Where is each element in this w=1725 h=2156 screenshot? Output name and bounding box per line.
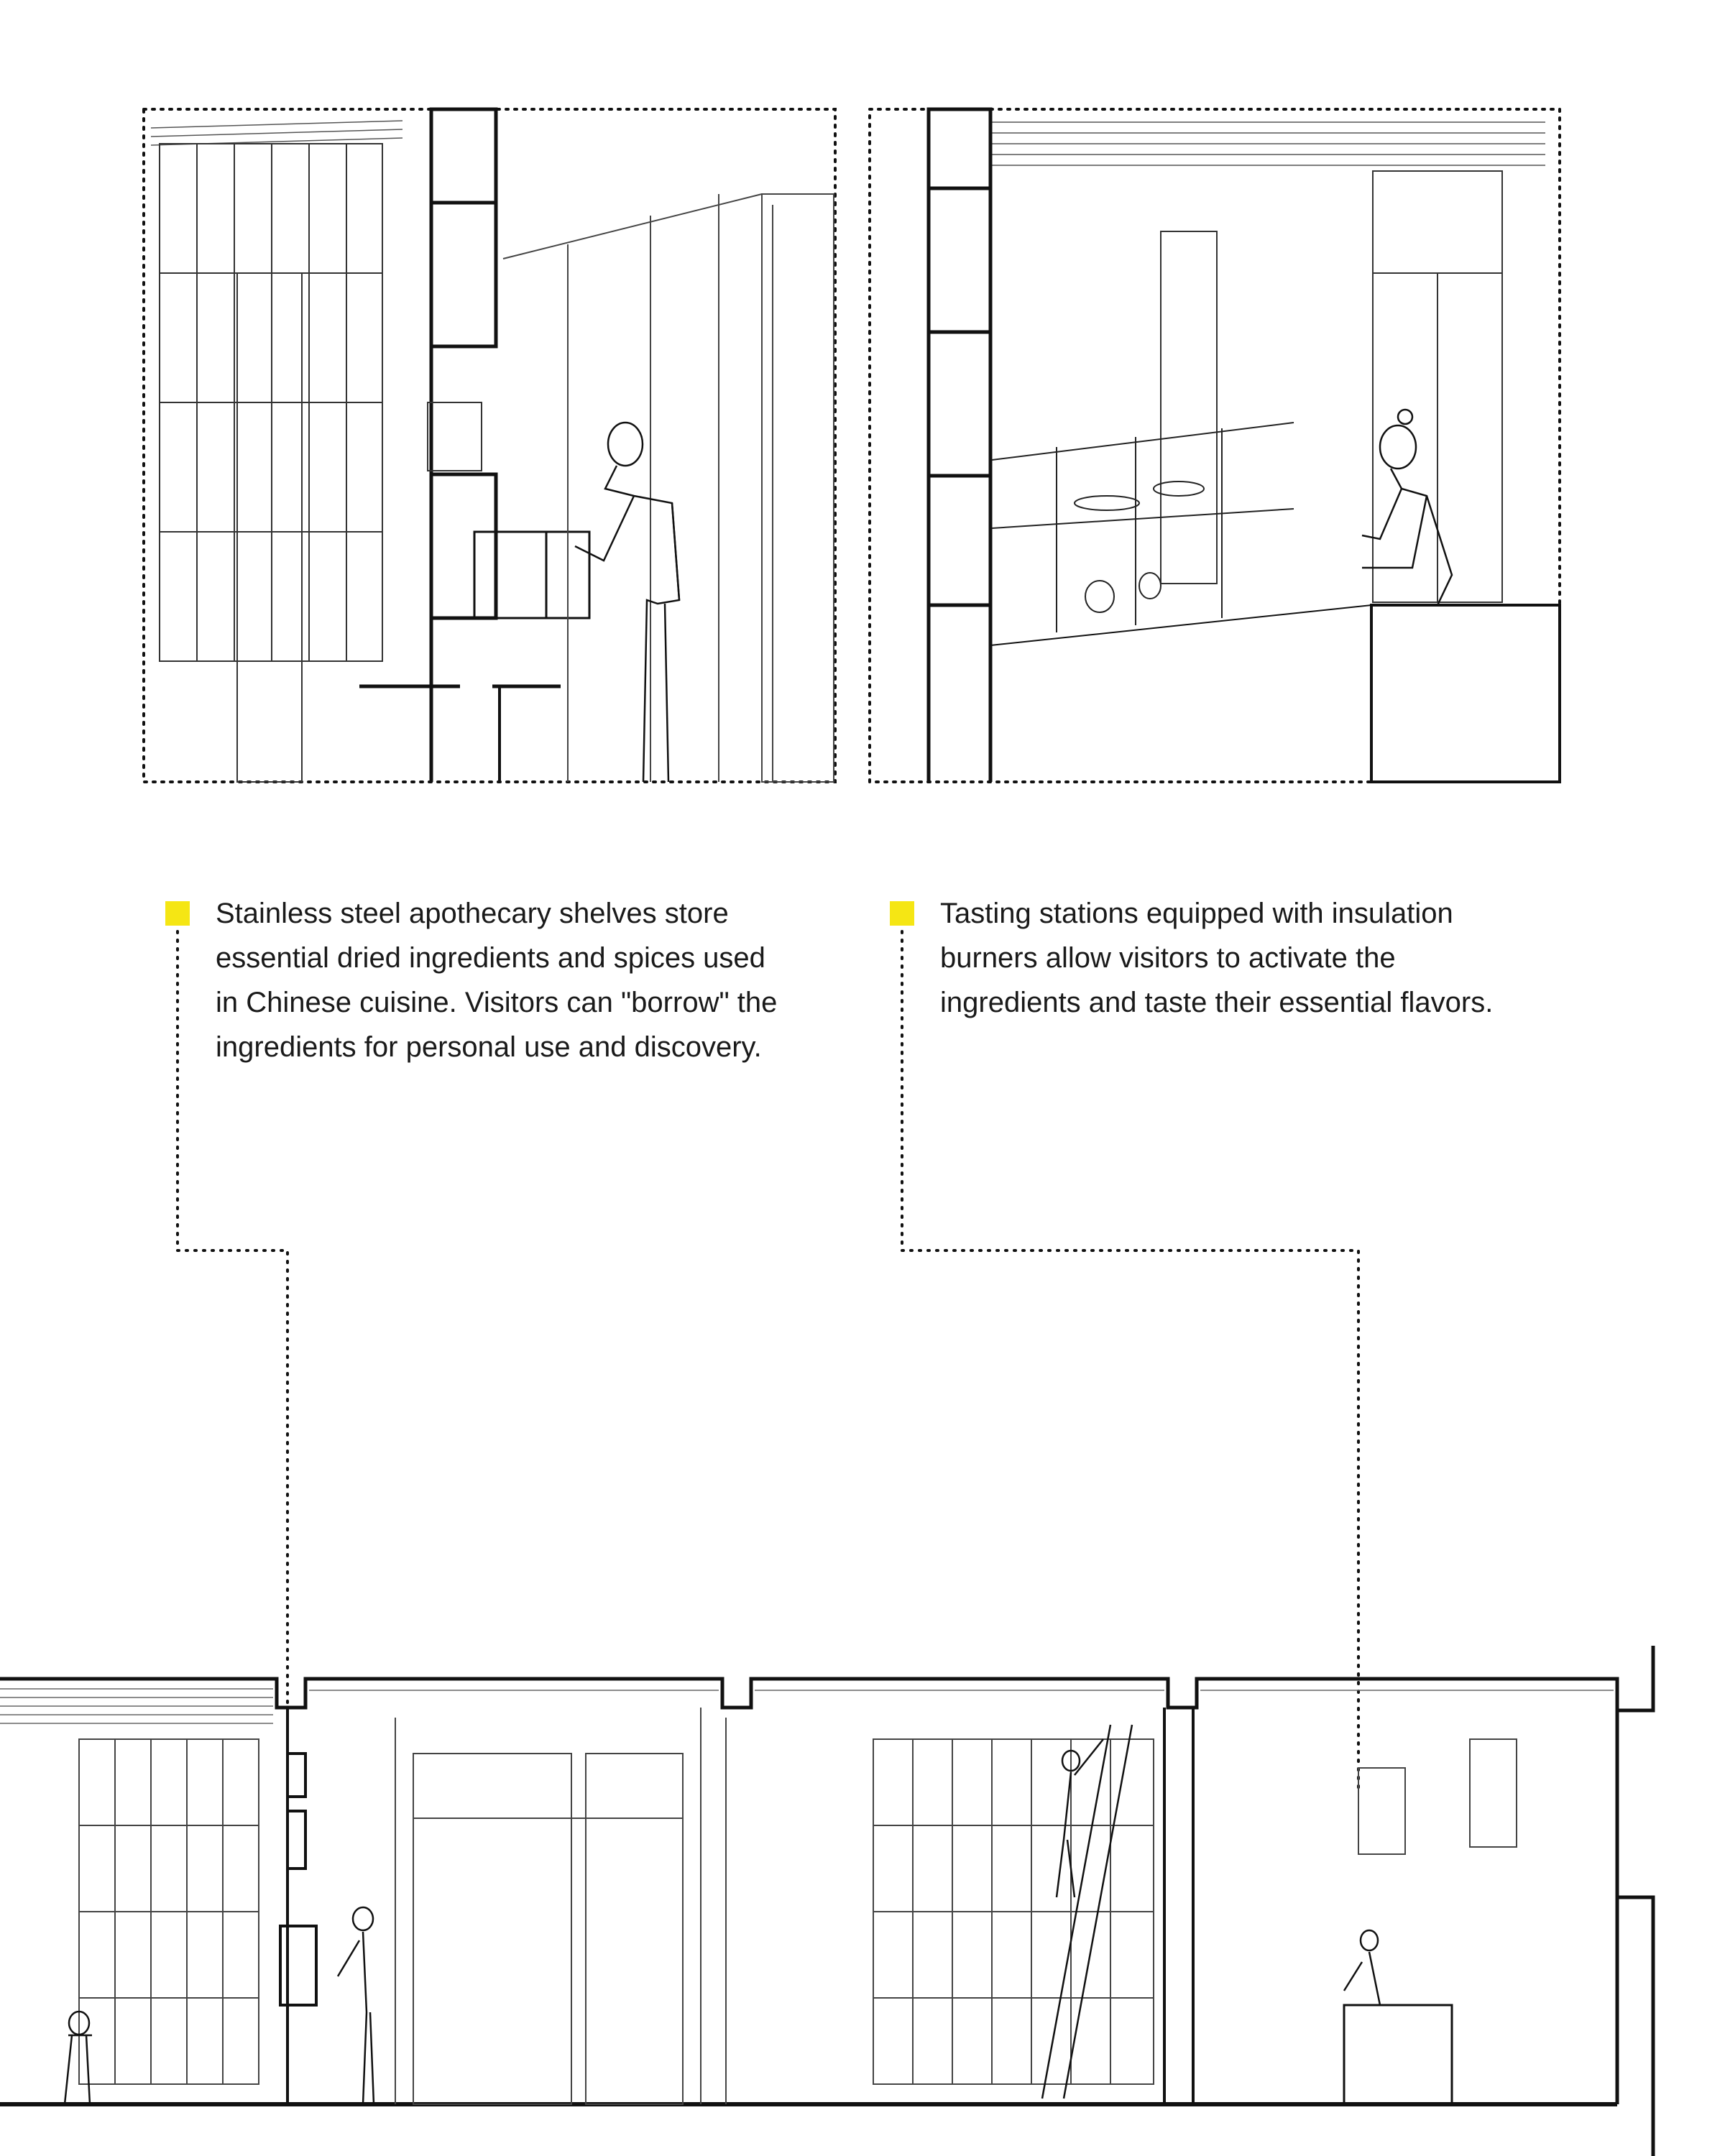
vignette-apothecary-frame [142,108,837,783]
caption-apothecary: Stainless steel apothecary shelves store… [216,891,777,1069]
ladder [1041,1724,1133,2099]
vignette-tasting [868,107,1561,783]
leader-lines [176,930,1360,1791]
vignette-tasting-frame [868,108,1561,783]
shelf-box [473,530,548,619]
bowl-stack [1074,495,1140,511]
caption-tasting: Tasting stations equipped with insulatio… [940,891,1493,1025]
ceiling-battens [992,121,1545,166]
shelf-grid [159,143,383,662]
caption-marker-left [165,901,190,926]
leader-line-right [901,930,1360,1791]
section-shelf-grid-left [78,1738,259,2085]
section-tasting-counter [1343,2004,1453,2106]
bowl-stack [1153,481,1205,497]
caption-line: ingredients and taste their essential fl… [940,987,1494,1018]
caption-line: Stainless steel apothecary shelves store [216,898,729,929]
column [236,272,303,783]
caption-markers [165,901,914,926]
hanging-pan [1085,580,1115,613]
hanging-pan [1138,572,1162,599]
caption-marker-right [890,901,914,926]
apothecary-tower [429,107,498,782]
caption-line: Tasting stations equipped with insulatio… [940,898,1453,929]
leader-line-left [176,930,289,1726]
windows [1160,170,1503,603]
section-window [1469,1738,1517,1848]
section-shelf-grid-right [873,1738,1154,2085]
tasting-counter [1370,604,1561,783]
vignette-apothecary [142,107,837,783]
ceiling-battens [150,120,403,146]
caption-line: in Chinese cuisine. Visitors can "borrow… [216,987,778,1018]
caption-line: essential dried ingredients and spices u… [216,942,765,974]
section-ceiling-battens [0,1688,1614,1724]
caption-line: burners allow visitors to activate the [940,942,1396,974]
window [1160,231,1218,584]
person-reaching [574,421,681,783]
section-window [1358,1767,1406,1855]
ingredient-jar [427,402,482,471]
central-hall [395,1708,727,2105]
caption-line: ingredients for personal use and discove… [216,1031,762,1063]
section-tasting-tower [1163,1708,1195,2104]
back-wall [502,193,834,783]
person-tasting [1361,408,1453,606]
section-people [63,1738,1381,2105]
door [761,193,834,783]
apothecary-tower [926,107,993,782]
open-shelf-rack [991,422,1294,632]
section-apothecary-tower [279,1708,318,2104]
roof-line [0,1646,1655,1713]
building-section [0,1646,1655,2156]
